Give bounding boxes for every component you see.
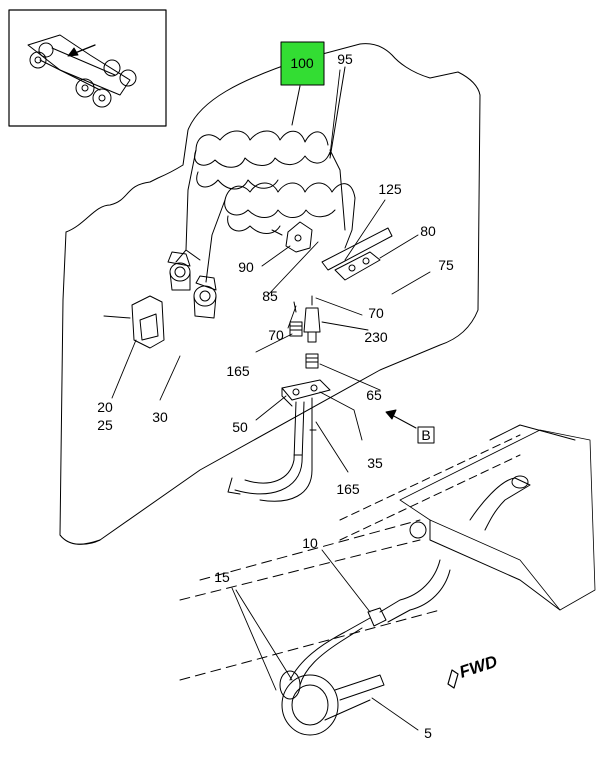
callout-25: 25 [97, 417, 113, 433]
callout-100: 100 [290, 55, 314, 71]
callout-30: 30 [152, 409, 168, 425]
callout-230: 230 [364, 329, 388, 345]
callout-90: 90 [238, 259, 254, 275]
bracket-90[interactable] [271, 221, 313, 253]
forward-direction-arrow [447, 669, 459, 689]
callout-10: 10 [302, 535, 318, 551]
fitting-stack[interactable] [289, 295, 321, 369]
chassis-frame [179, 424, 596, 681]
air-line-165[interactable] [227, 397, 317, 502]
coiled-cable-95[interactable] [193, 66, 356, 319]
locator-thumbnail [8, 9, 167, 127]
callout-65: 65 [366, 387, 382, 403]
callout-165-upper: 165 [226, 363, 250, 379]
callout-70-lower: 70 [268, 327, 284, 343]
plate-80[interactable] [321, 227, 393, 281]
bracket-20-25[interactable] [103, 295, 165, 349]
fwd-label: FWD [457, 652, 500, 682]
callout-50: 50 [232, 419, 248, 435]
callout-125: 125 [378, 181, 402, 197]
callout-95: 95 [337, 51, 353, 67]
callout-80: 80 [420, 223, 436, 239]
view-reference-arrow[interactable] [385, 409, 435, 444]
callout-75: 75 [438, 257, 454, 273]
callout-35: 35 [367, 455, 383, 471]
leader-lines [111, 69, 431, 731]
cab-back-panel [59, 43, 481, 545]
callout-85: 85 [262, 288, 278, 304]
callout-20: 20 [97, 399, 113, 415]
hose-assembly-5[interactable] [279, 559, 451, 736]
callout-5: 5 [424, 725, 432, 741]
callout-165-lower: 165 [336, 481, 360, 497]
coiled-cable-100[interactable] [167, 85, 346, 291]
callout-box-100[interactable] [280, 41, 325, 86]
bracket-50[interactable] [281, 379, 331, 407]
view-reference-b: B [421, 427, 430, 443]
callout-70-upper: 70 [368, 305, 384, 321]
callout-15: 15 [214, 569, 230, 585]
